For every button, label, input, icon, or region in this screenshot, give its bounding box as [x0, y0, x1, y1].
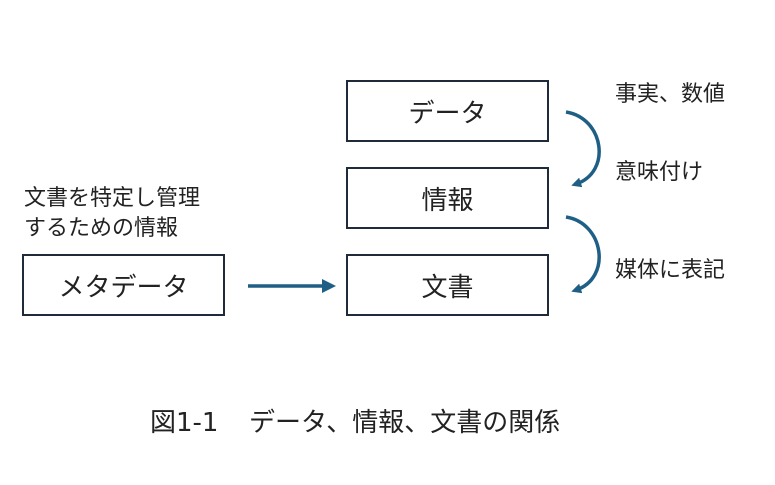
document-box: 文書: [346, 254, 549, 316]
curved-arrow-info-to-document: [565, 215, 601, 294]
figure-title: データ、情報、文書の関係: [249, 408, 561, 438]
curved-arrow-data-to-info: [565, 110, 601, 188]
metadata-description-line1: 文書を特定し管理: [24, 186, 201, 211]
document-label: 文書: [421, 272, 474, 303]
data-box: データ: [346, 80, 549, 142]
facts-annotation: 事実、数値: [615, 82, 726, 107]
meaning-annotation: 意味付け: [615, 160, 704, 185]
figure-number: 図1-1: [150, 408, 219, 438]
figure-caption: 図1-1 データ、情報、文書の関係: [150, 402, 560, 439]
info-label: 情報: [421, 185, 474, 216]
metadata-description-line2: するための情報: [24, 215, 179, 241]
metadata-box: メタデータ: [22, 254, 225, 316]
arrowhead-metadata-to-document: [322, 279, 336, 293]
metadata-label: メタデータ: [58, 272, 189, 303]
media-annotation: 媒体に表記: [615, 258, 726, 283]
data-label: データ: [408, 98, 487, 129]
metadata-description: 文書を特定し管理 するための情報: [24, 184, 200, 243]
info-box: 情報: [346, 167, 549, 229]
